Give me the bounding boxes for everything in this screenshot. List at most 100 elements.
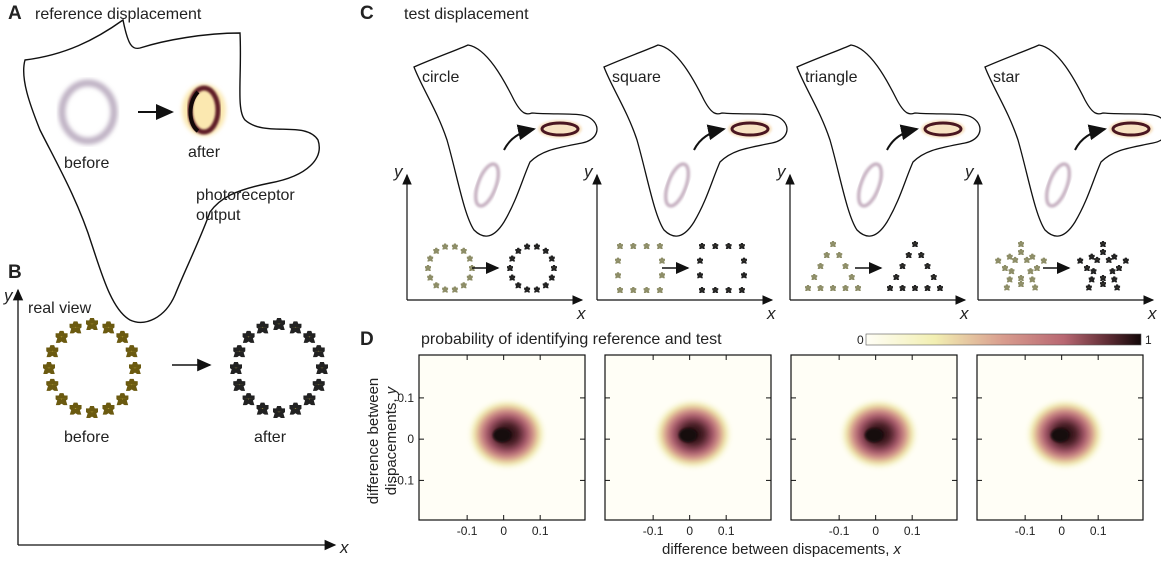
- c-star-after: [548, 255, 555, 262]
- c-star-after: [697, 272, 703, 279]
- c-star-before: [1029, 276, 1036, 283]
- star-before: [70, 321, 81, 332]
- c-star-before: [451, 286, 458, 293]
- c-star-before: [817, 263, 824, 269]
- real-view-label: real view: [28, 300, 92, 317]
- c-star-after: [1100, 249, 1106, 255]
- after-dark-edge: [188, 90, 200, 133]
- c-after-ring: [540, 121, 580, 137]
- c-star-after: [524, 243, 531, 250]
- star-after: [243, 331, 254, 342]
- star-before: [86, 318, 97, 329]
- c-before-blur: [1044, 162, 1072, 208]
- star-before: [103, 321, 114, 332]
- panel-d-title: probability of identifying reference and…: [421, 331, 722, 348]
- c-star-before: [995, 257, 1002, 264]
- c-eye-outline: [984, 44, 1161, 237]
- c-star-after: [738, 243, 745, 249]
- c-star-before: [460, 282, 467, 289]
- c-star-after: [712, 243, 719, 249]
- c-eye-outline: [796, 44, 981, 237]
- c-shape-label: square: [612, 69, 661, 86]
- c-star-after: [1105, 256, 1112, 263]
- star-before: [117, 331, 128, 342]
- heatmap-peak: [678, 428, 697, 443]
- c-before-blur: [473, 162, 501, 208]
- c-star-before: [1018, 249, 1024, 255]
- c-star-before: [466, 255, 473, 262]
- x-tick-label: 0.1: [1090, 524, 1107, 538]
- c-star-before: [1006, 276, 1013, 283]
- c-star-before: [1018, 241, 1024, 247]
- colorbar: [865, 333, 1142, 346]
- c-shape-label: triangle: [805, 69, 858, 86]
- after-label: after: [188, 144, 221, 161]
- c-y-label: y: [964, 162, 975, 181]
- c-star-after: [725, 287, 732, 293]
- c-star-after: [551, 265, 557, 271]
- star-after: [313, 379, 324, 390]
- c-star-before: [1023, 256, 1030, 263]
- c-star-after: [515, 247, 522, 254]
- c-star-before: [460, 247, 467, 254]
- c-star-before: [830, 285, 836, 291]
- c-star-before: [617, 287, 623, 293]
- c-star-before: [805, 285, 811, 291]
- c-star-before: [643, 243, 650, 249]
- star-after: [257, 321, 268, 332]
- c-star-after: [725, 243, 732, 249]
- panel-c: C test displacement circleyxsquareyxtria…: [360, 3, 1161, 323]
- panel-c-title: test displacement: [404, 6, 529, 23]
- star-after: [290, 321, 301, 332]
- c-star-before: [643, 287, 650, 293]
- d-y-axis-title-line1: difference between: [365, 378, 382, 504]
- c-star-after: [1111, 276, 1118, 283]
- c-star-after: [515, 282, 522, 289]
- c-eye-outline: [413, 44, 598, 237]
- stars-ring-after: [230, 318, 327, 417]
- c-star-before: [1032, 284, 1039, 291]
- c-star-before: [427, 255, 434, 262]
- c-star-after: [1116, 265, 1122, 271]
- c-y-label: y: [583, 162, 594, 181]
- stars-ring-before: [43, 318, 140, 417]
- c-star-after: [533, 286, 540, 293]
- c-star-after: [548, 274, 555, 281]
- photoreceptor-label: photoreceptor: [196, 187, 295, 204]
- c-star-before: [842, 263, 849, 269]
- c-star-after: [712, 287, 719, 293]
- c-arrow: [886, 124, 919, 151]
- star-after: [234, 379, 245, 390]
- star-before: [43, 362, 54, 373]
- star-after: [290, 403, 301, 414]
- c-arrow: [693, 124, 726, 151]
- c-star-before: [433, 282, 440, 289]
- x-tick-label: -0.1: [457, 524, 478, 538]
- star-before: [56, 393, 67, 404]
- y-tick-label: 0.1: [397, 391, 414, 405]
- c-star-after: [738, 287, 745, 293]
- star-after: [234, 345, 245, 356]
- c-shape-label: circle: [422, 69, 459, 86]
- x-tick-label: -0.1: [643, 524, 664, 538]
- c-before-blur: [663, 162, 691, 208]
- colorbar-max-label: 1: [1145, 333, 1152, 347]
- panel-b-letter: B: [8, 262, 22, 283]
- c-star-after: [1100, 275, 1106, 281]
- before-label: before: [64, 155, 109, 172]
- c-subpanel-circle: circle y x: [393, 44, 598, 323]
- star-after: [304, 393, 315, 404]
- b-before-label: before: [64, 429, 109, 446]
- x-tick-label: 0: [872, 524, 879, 538]
- c-star-before: [1027, 268, 1034, 275]
- c-star-after: [930, 274, 937, 280]
- star-after: [230, 362, 241, 373]
- c-star-before: [1018, 275, 1024, 281]
- c-star-after: [912, 285, 918, 291]
- c-x-label: x: [766, 304, 776, 323]
- heatmap-peak: [1050, 428, 1069, 443]
- c-x-label: x: [576, 304, 586, 323]
